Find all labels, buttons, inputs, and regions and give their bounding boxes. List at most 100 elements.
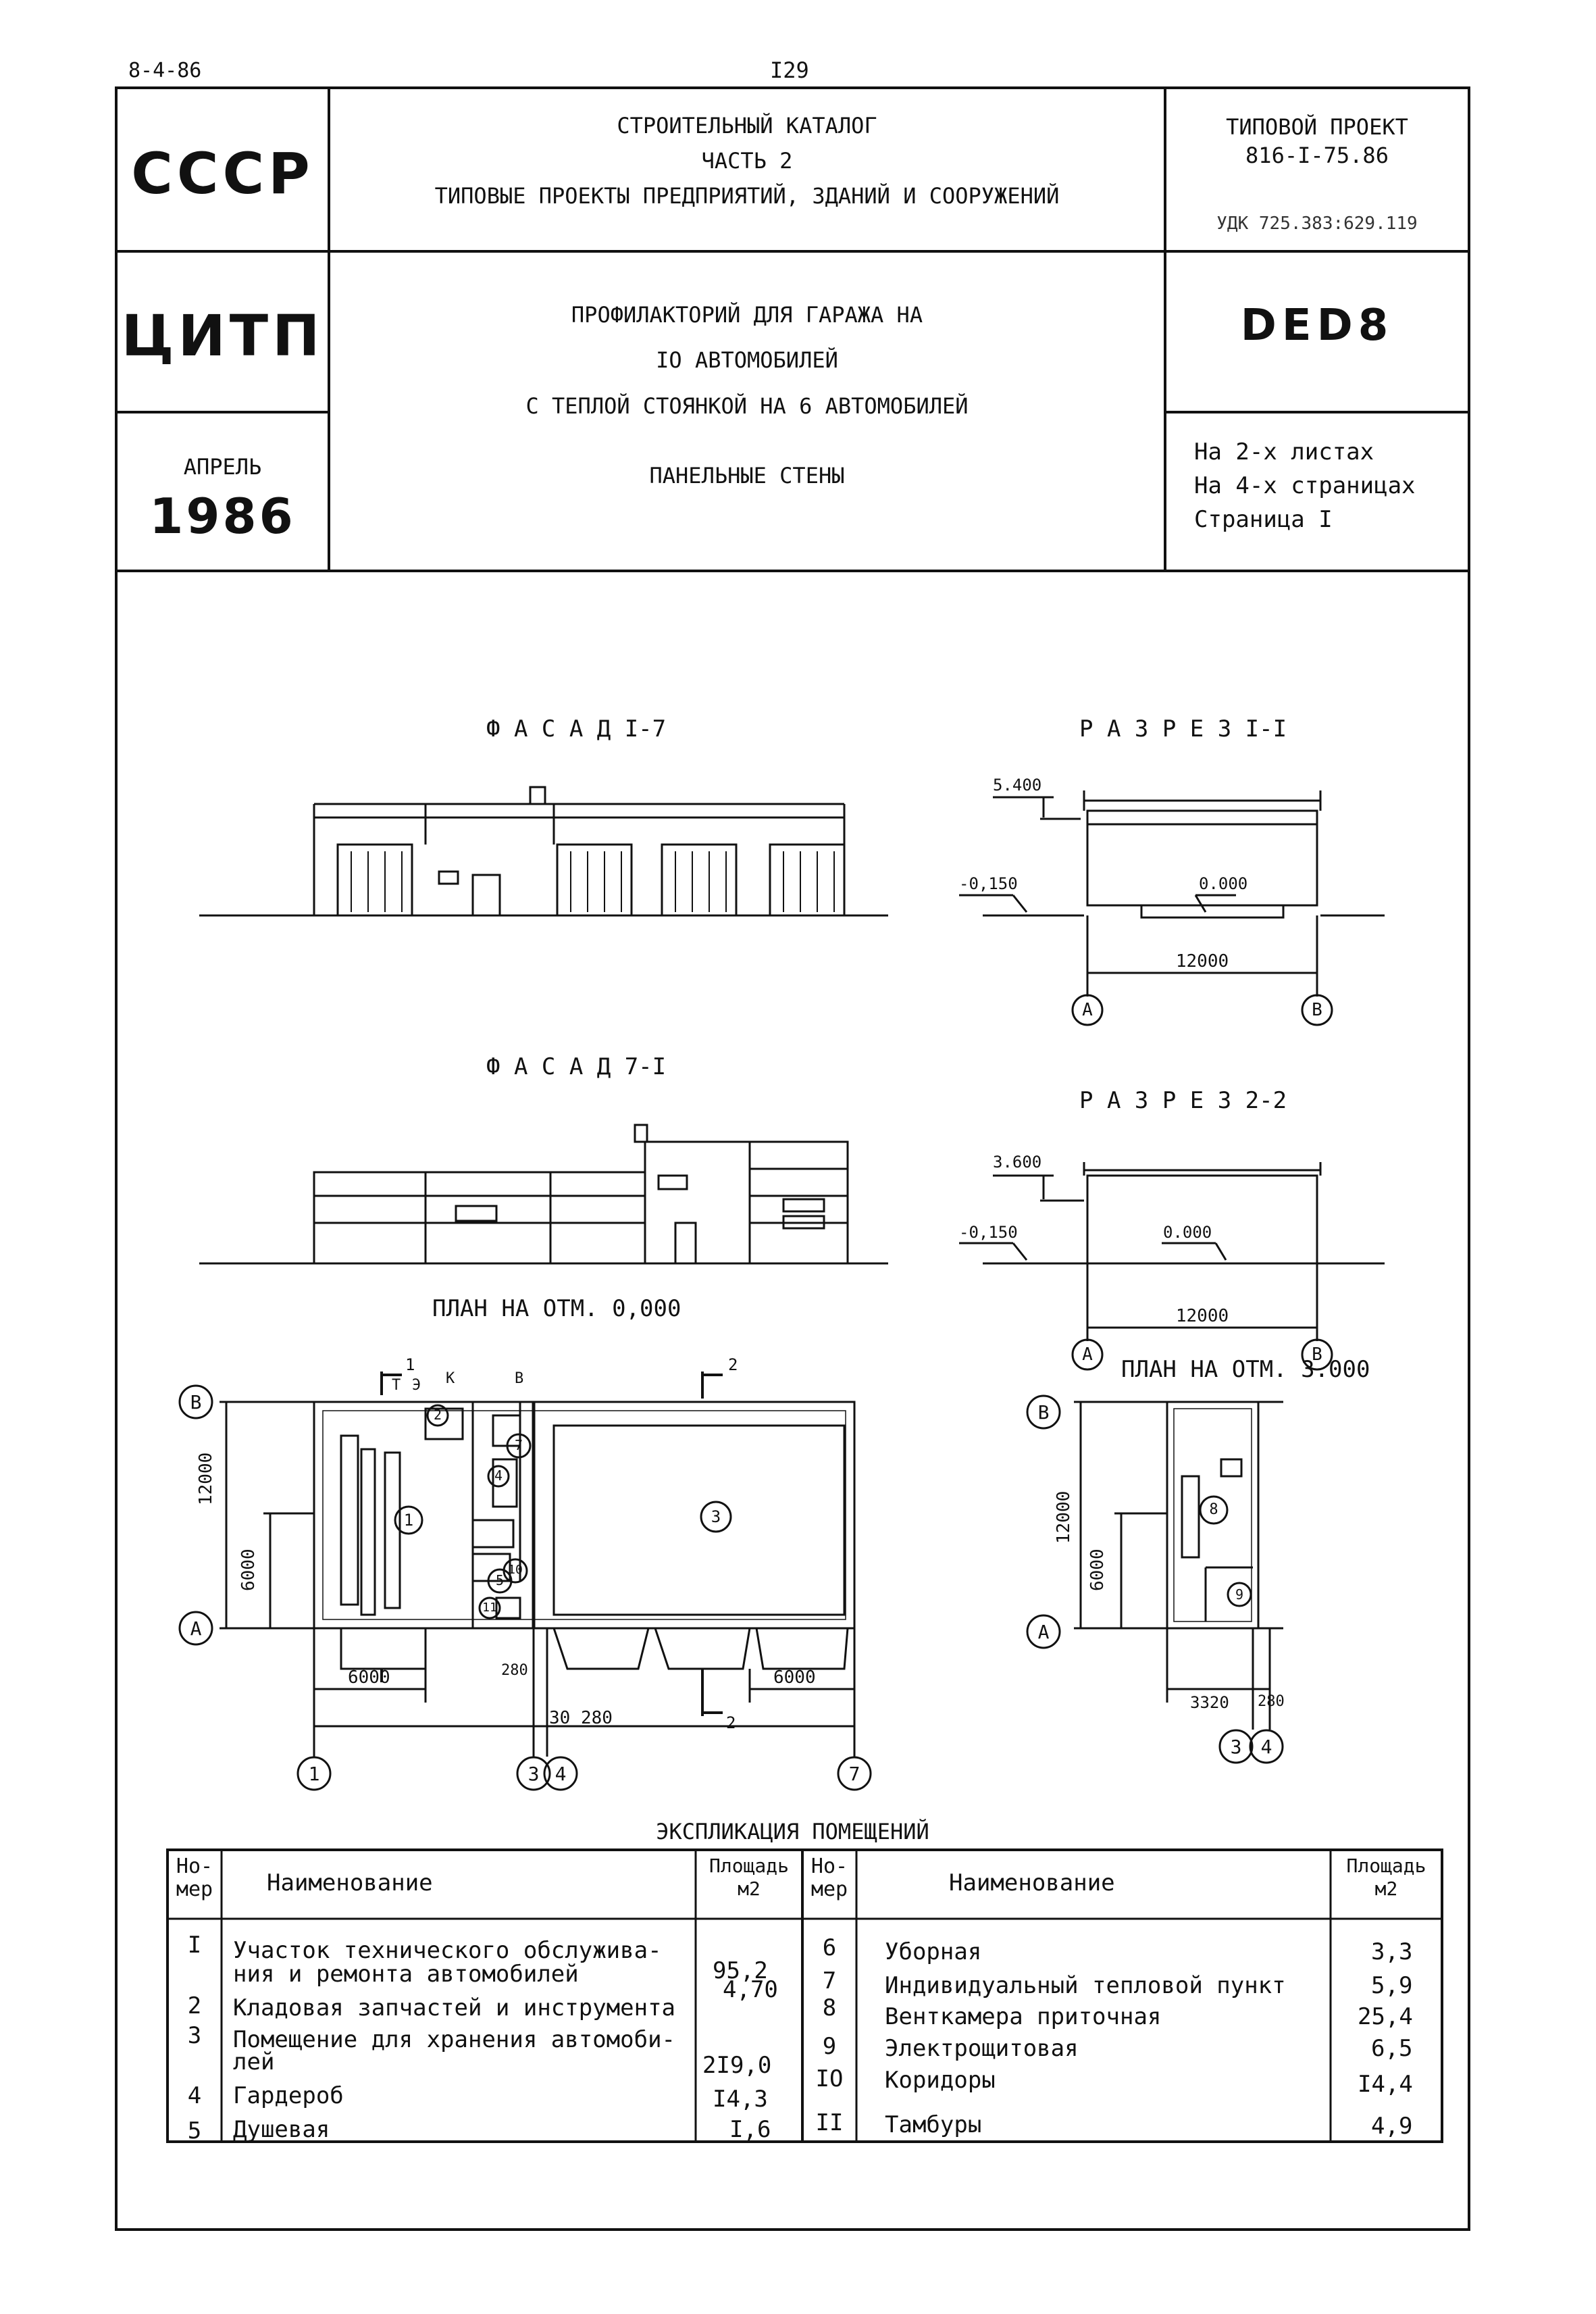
left-row-area: 4,70	[723, 1976, 778, 2003]
left-row-num: 2	[187, 1992, 202, 2019]
left-row-name: Помещение для хранения автомоби-	[233, 2026, 676, 2053]
right-row-name: Тамбуры	[885, 2111, 982, 2138]
right-row-num: 7	[822, 1967, 837, 1994]
plan0-axis-b: B	[190, 1391, 202, 1413]
plan0-dim-30280: 30 280	[549, 1708, 613, 1728]
section-1-1-title: Р А З Р Е З I-I	[1079, 715, 1287, 743]
sec2-axis-a: A	[1082, 1344, 1093, 1365]
sec2-axis-b: B	[1312, 1344, 1322, 1365]
left-row-area: 2I9,0	[702, 2052, 772, 2079]
col-name-header-left: Наименование	[267, 1869, 433, 1896]
project-title-line2: IO АВТОМОБИЛЕЙ	[656, 347, 838, 373]
plan0-room-11: 11	[482, 1601, 497, 1615]
left-row-area: I4,3	[713, 2086, 768, 2113]
left-row-num: I	[187, 1932, 202, 1959]
right-row-name: Электрощитовая	[885, 2035, 1079, 2062]
plan0-room-2: 2	[433, 1407, 442, 1423]
plan0-room-3: 3	[711, 1507, 721, 1526]
country-label: СССР	[131, 141, 314, 207]
catalog-part: ЧАСТЬ 2	[701, 148, 793, 174]
right-row-name: Индивидуальный тепловой пункт	[885, 1972, 1286, 1999]
left-row-area: 95,2	[713, 1957, 768, 1984]
plan0-room-5: 5	[495, 1572, 505, 1588]
project-title-line4: ПАНЕЛЬНЫЕ СТЕНЫ	[649, 463, 845, 488]
sec2-span: 12000	[1175, 1306, 1229, 1326]
project-label: ТИПОВОЙ ПРОЕКТ	[1226, 114, 1408, 140]
plan0-axis-7: 7	[848, 1763, 860, 1785]
pages-count: На 4-х страницах	[1194, 472, 1416, 499]
org-label: ЦИТП	[121, 303, 324, 369]
left-row-area: I,6	[729, 2116, 771, 2143]
left-row-num: 5	[187, 2117, 202, 2144]
plan3-axis-3: 3	[1230, 1736, 1242, 1758]
project-number: 816-I-75.86	[1245, 143, 1389, 168]
right-row-area: 6,5	[1371, 2035, 1413, 2062]
plan0-mark-e: Э	[412, 1377, 421, 1394]
facade-1-7-title: Ф А С А Д I-7	[486, 715, 667, 743]
left-row-num: 4	[187, 2082, 202, 2109]
col-num-header-right-1: Но-	[810, 1855, 848, 1878]
plan3-room-9: 9	[1235, 1586, 1244, 1603]
left-row-name: лей	[233, 2048, 275, 2076]
plan0-mark-k: К	[446, 1370, 455, 1387]
plan0-dim-280: 280	[501, 1662, 528, 1679]
plan3-dim-3320: 3320	[1190, 1693, 1229, 1712]
sec2-elevation-low: -0,150	[959, 1223, 1018, 1242]
plan0-mark-t: Т	[392, 1377, 401, 1394]
right-row-area: 5,9	[1371, 1972, 1413, 1999]
plan0-dim-6000-left: 6000	[348, 1667, 390, 1688]
plan0-dim-6000-right: 6000	[773, 1667, 816, 1688]
sheets-count: На 2-х листах	[1194, 438, 1374, 466]
right-row-area: I4,4	[1358, 2071, 1413, 2098]
right-row-num: 8	[822, 1994, 837, 2021]
sec1-elevation-floor: 0.000	[1199, 874, 1248, 893]
left-row-num: 3	[187, 2022, 202, 2049]
sec1-span: 12000	[1175, 951, 1229, 972]
col-area-header-left-1: Площадь	[709, 1855, 789, 1877]
right-row-num: IO	[815, 2065, 844, 2092]
right-row-num: 9	[822, 2033, 837, 2060]
plan3-dim-280: 280	[1258, 1693, 1285, 1710]
right-row-num: II	[815, 2109, 844, 2136]
plan0-axis-1: 1	[308, 1763, 320, 1785]
facade-7-1-title: Ф А С А Д 7-I	[486, 1053, 667, 1080]
col-num-header-left-2: мер	[176, 1878, 213, 1901]
col-name-header-right: Наименование	[949, 1869, 1115, 1896]
plan3-room-8: 8	[1209, 1501, 1218, 1518]
plan0-axis-a: A	[190, 1617, 202, 1640]
right-row-area: 4,9	[1371, 2113, 1413, 2140]
col-num-header-left-1: Но-	[176, 1855, 213, 1878]
left-row-name: Гардероб	[233, 2082, 344, 2109]
plan-3-title: ПЛАН НА ОТМ. 3.000	[1121, 1356, 1370, 1383]
plan-0-title: ПЛАН НА ОТМ. 0,000	[432, 1295, 681, 1322]
udk-code: УДК 725.383:629.119	[1216, 213, 1418, 234]
section-2-2-title: Р А З Р Е З 2-2	[1079, 1087, 1287, 1114]
right-row-num: 6	[822, 1934, 837, 1961]
col-num-header-right-2: мер	[810, 1878, 848, 1901]
right-row-name: Коридоры	[885, 2067, 996, 2094]
explication-title: ЭКСПЛИКАЦИЯ ПОМЕЩЕНИЙ	[656, 1819, 929, 1844]
plan3-axis-4: 4	[1260, 1736, 1272, 1758]
col-area-header-right-1: Площадь	[1346, 1855, 1426, 1877]
left-row-name: Участок технического обслужива-	[233, 1937, 662, 1964]
col-area-header-left-2: м2	[738, 1878, 761, 1900]
right-row-name: Венткамера приточная	[885, 2003, 1162, 2030]
plan0-cut-2-bottom: 2	[726, 1713, 736, 1732]
sec1-elevation-low: -0,150	[959, 874, 1018, 893]
plan0-cut-2-top: 2	[728, 1355, 738, 1374]
col-area-header-right-2: м2	[1374, 1878, 1398, 1900]
right-row-area: 25,4	[1358, 2003, 1413, 2030]
right-row-name: Уборная	[885, 1938, 982, 1965]
left-row-name: Кладовая запчастей и инструмента	[233, 1994, 676, 2021]
plan0-room-10: 10	[508, 1563, 523, 1577]
sec1-axis-a: A	[1082, 1000, 1093, 1020]
catalog-subtitle: ТИПОВЫЕ ПРОЕКТЫ ПРЕДПРИЯТИЙ, ЗДАНИЙ И СО…	[434, 183, 1060, 209]
catalog-title: СТРОИТЕЛЬНЫЙ КАТАЛОГ	[617, 113, 877, 139]
doc-code: 8-4-86	[128, 59, 202, 82]
